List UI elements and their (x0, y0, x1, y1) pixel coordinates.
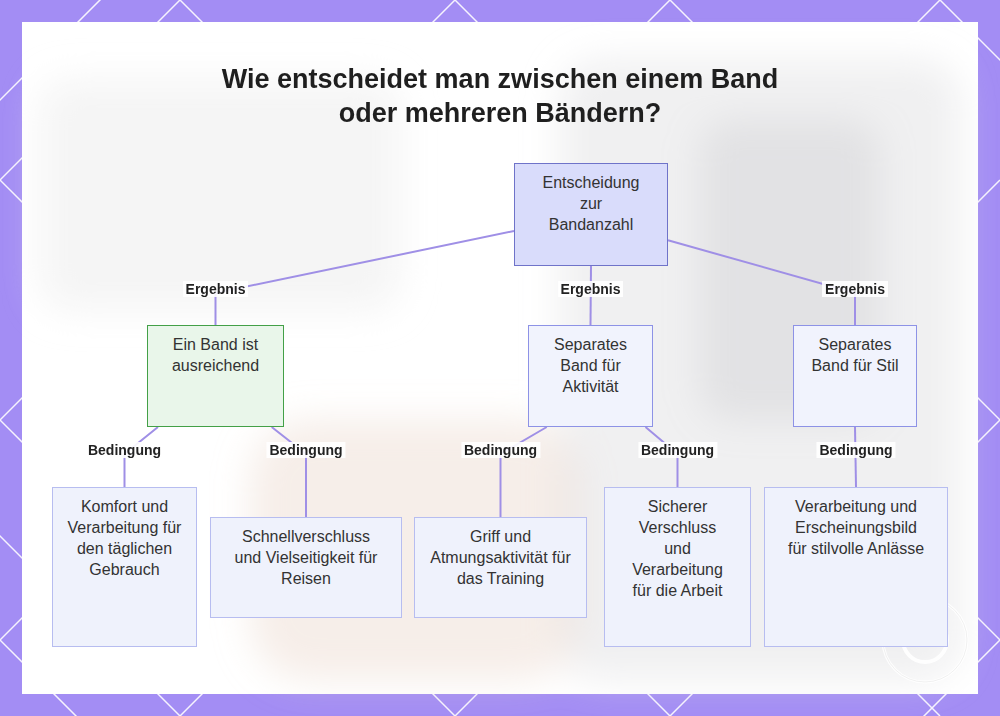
card (22, 22, 978, 694)
edge-label: Ergebnis (558, 281, 624, 297)
result-box: Ein Band ist ausreichend (147, 325, 284, 427)
edge-label: Bedingung (816, 442, 895, 458)
node-label: Separates Band für Stil (804, 334, 906, 376)
node-label: Verarbeitung und Erscheinungsbild für st… (785, 496, 927, 559)
condition-box: Sicherer Verschluss und Verarbeitung für… (604, 487, 751, 647)
node-label: Separates Band für Aktivität (539, 334, 642, 397)
node-label: Entscheidung zur Bandanzahl (537, 172, 645, 235)
edge-label: Bedingung (461, 442, 540, 458)
connector-line (272, 427, 306, 517)
condition-box: Komfort und Verarbeitung für den täglich… (52, 487, 197, 647)
edge-label: Ergebnis (822, 281, 888, 297)
blurred-photo (40, 60, 960, 680)
edge-label: Ergebnis (183, 281, 249, 297)
condition-box: Griff und Atmungsaktivität für das Train… (414, 517, 587, 618)
node-label: Ein Band ist ausreichend (162, 334, 269, 376)
edge-label: Bedingung (638, 442, 717, 458)
node-label: Komfort und Verarbeitung für den täglich… (65, 496, 184, 580)
connector-line (501, 427, 547, 517)
node-label: Schnellverschluss und Vielseitigkeit für… (229, 526, 383, 589)
condition-box: Schnellverschluss und Vielseitigkeit für… (210, 517, 402, 618)
root-decision-box: Entscheidung zur Bandanzahl (514, 163, 668, 266)
diagram-title: Wie entscheidet man zwischen einem Band … (200, 62, 800, 130)
connector-line (216, 231, 515, 325)
node-label: Griff und Atmungsaktivität für das Train… (429, 526, 572, 589)
result-box: Separates Band für Stil (793, 325, 917, 427)
node-label: Sicherer Verschluss und Verarbeitung für… (631, 496, 724, 601)
edge-label: Bedingung (266, 442, 345, 458)
condition-box: Verarbeitung und Erscheinungsbild für st… (764, 487, 948, 647)
result-box: Separates Band für Aktivität (528, 325, 653, 427)
edge-label: Bedingung (85, 442, 164, 458)
